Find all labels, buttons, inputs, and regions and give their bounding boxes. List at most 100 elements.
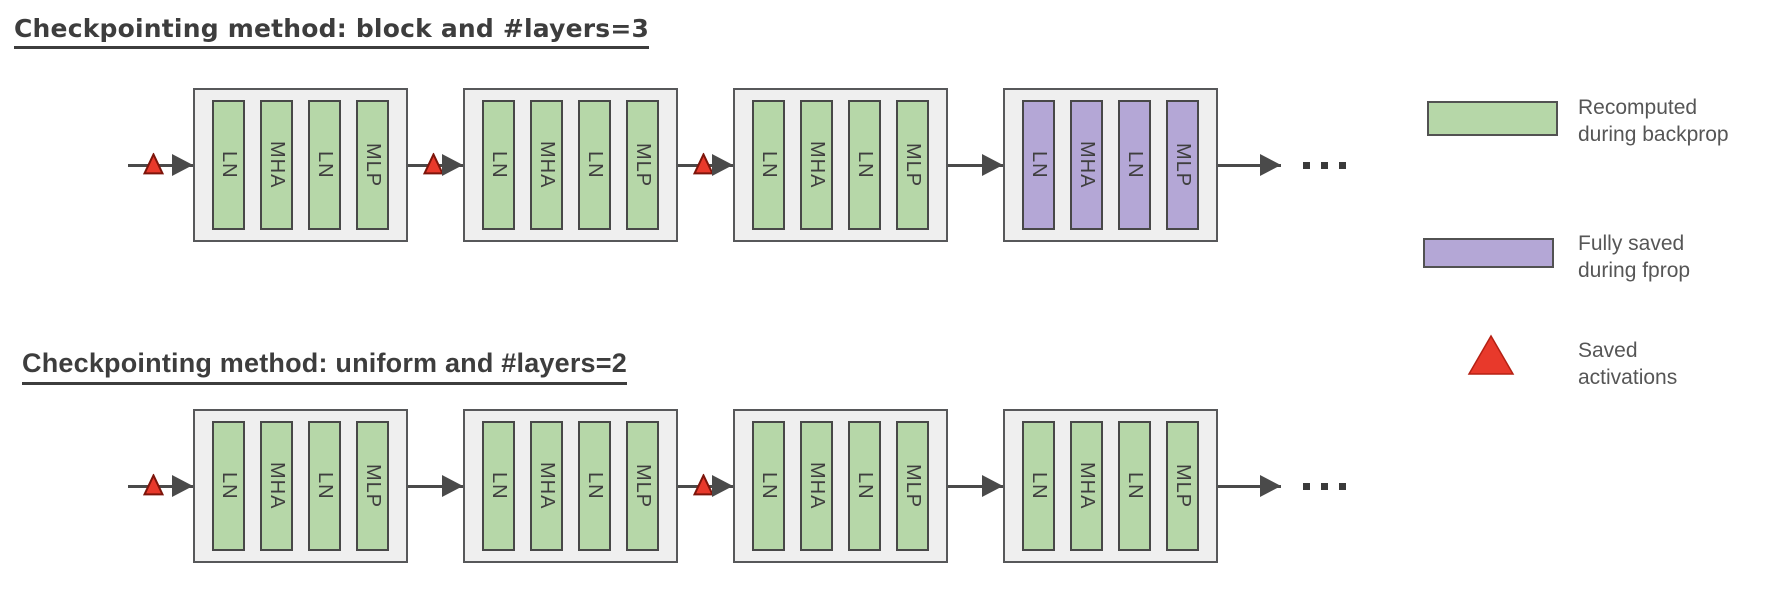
layer-label: MLP — [362, 463, 384, 509]
layer-bar-ln: LN — [212, 100, 245, 230]
layer-bar-mha: MHA — [260, 421, 293, 551]
layer-bar-ln: LN — [212, 421, 245, 551]
flow-connector — [408, 88, 463, 242]
ellipsis-dot — [1321, 482, 1328, 490]
layer-bar-mlp: MLP — [626, 421, 659, 551]
layer-bar-mha: MHA — [530, 421, 563, 551]
layer-label: MHA — [806, 141, 828, 189]
layer-bar-ln: LN — [482, 421, 515, 551]
layer-bar-ln: LN — [752, 100, 785, 230]
ellipsis-dot — [1321, 161, 1328, 169]
layer-bar-mlp: MLP — [896, 100, 929, 230]
layer-label: MHA — [536, 141, 558, 189]
layer-label: LN — [488, 472, 510, 500]
arrowhead-icon — [1260, 154, 1281, 176]
layer-bar-mha: MHA — [1070, 421, 1103, 551]
layer-label: MHA — [536, 462, 558, 510]
layer-label: MLP — [1172, 463, 1194, 509]
section-title-uniform-method: Checkpointing method: uniform and #layer… — [22, 348, 627, 385]
flow-line — [948, 163, 1003, 167]
layer-label: LN — [854, 472, 876, 500]
layer-label: LN — [314, 151, 336, 179]
layer-bar-ln: LN — [752, 421, 785, 551]
layer-label: MLP — [1172, 142, 1194, 188]
layer-label: LN — [1028, 472, 1050, 500]
section-title-block-method: Checkpointing method: block and #layers=… — [14, 14, 650, 49]
layer-bar-mha: MHA — [260, 100, 293, 230]
arrowhead-icon — [1260, 475, 1281, 497]
layer-label: LN — [314, 472, 336, 500]
layer-bar-mlp: MLP — [1166, 421, 1199, 551]
legend-text: during fprop — [1578, 259, 1691, 282]
layer-label: LN — [218, 472, 240, 500]
flow-line — [128, 484, 193, 488]
continuation-ellipsis — [1303, 482, 1346, 490]
flow-line — [948, 484, 1003, 488]
layer-bar-mlp: MLP — [356, 421, 389, 551]
layer-label: LN — [854, 151, 876, 179]
layer-bar-ln: LN — [308, 421, 341, 551]
flow-connector — [408, 409, 463, 563]
flow-connector — [1218, 409, 1281, 563]
layer-label: LN — [488, 151, 510, 179]
layer-bar-ln: LN — [482, 100, 515, 230]
arrowhead-icon — [982, 475, 1003, 497]
recomputed-swatch — [1427, 101, 1558, 136]
flow-connector — [1218, 88, 1281, 242]
legend-label-fully-saved: Fully saved during fprop — [1578, 230, 1690, 284]
saved-activation-marker-icon — [693, 473, 714, 496]
flow-connector — [678, 88, 733, 242]
flow-connector — [678, 409, 733, 563]
layer-label: LN — [584, 472, 606, 500]
layer-bar-mlp: MLP — [356, 100, 389, 230]
layer-bar-mha: MHA — [800, 421, 833, 551]
legend-text: during backprop — [1578, 123, 1729, 146]
saved-activation-marker-icon — [423, 152, 444, 175]
layer-bar-mlp: MLP — [1166, 100, 1199, 230]
arrowhead-icon — [712, 154, 733, 176]
legend-text: activations — [1578, 366, 1678, 389]
saved-activation-marker-icon — [143, 152, 164, 175]
transformer-block: LN MHA LN MLP — [463, 88, 678, 242]
ellipsis-dot — [1303, 161, 1310, 169]
layer-bar-ln: LN — [848, 100, 881, 230]
layer-label: LN — [1124, 472, 1146, 500]
arrowhead-icon — [172, 154, 193, 176]
layer-label: LN — [584, 151, 606, 179]
transformer-block: LN MHA LN MLP — [193, 88, 408, 242]
flow-connector — [128, 409, 193, 563]
checkpoint-diagram-row-uniform: LN MHA LN MLP LN MHA LN MLP LN MHA LN MLP LN MHA LN MLP — [128, 409, 1346, 563]
ellipsis-dot — [1303, 482, 1310, 490]
legend-label-saved-activations: Saved activations — [1578, 337, 1677, 391]
arrowhead-icon — [982, 154, 1003, 176]
layer-bar-ln: LN — [1022, 100, 1055, 230]
layer-label: MLP — [362, 142, 384, 188]
ellipsis-dot — [1339, 482, 1346, 490]
layer-bar-mha: MHA — [800, 100, 833, 230]
layer-bar-ln: LN — [1022, 421, 1055, 551]
layer-label: MLP — [632, 142, 654, 188]
transformer-block: LN MHA LN MLP — [733, 88, 948, 242]
arrowhead-icon — [172, 475, 193, 497]
legend-text: Fully saved — [1578, 232, 1685, 255]
legend-text: Saved — [1578, 339, 1638, 362]
layer-label: MLP — [632, 463, 654, 509]
layer-bar-ln: LN — [1118, 100, 1151, 230]
layer-bar-mlp: MLP — [896, 421, 929, 551]
arrowhead-icon — [442, 154, 463, 176]
transformer-block: LN MHA LN MLP — [463, 409, 678, 563]
layer-label: LN — [1124, 151, 1146, 179]
layer-bar-mha: MHA — [530, 100, 563, 230]
layer-bar-ln: LN — [308, 100, 341, 230]
layer-label: LN — [1028, 151, 1050, 179]
saved-activation-marker-icon — [143, 473, 164, 496]
flow-connector — [948, 88, 1003, 242]
layer-label: LN — [758, 151, 780, 179]
flow-connector — [128, 88, 193, 242]
legend-label-recomputed: Recomputed during backprop — [1578, 94, 1729, 148]
layer-bar-ln: LN — [1118, 421, 1151, 551]
layer-label: MHA — [266, 141, 288, 189]
